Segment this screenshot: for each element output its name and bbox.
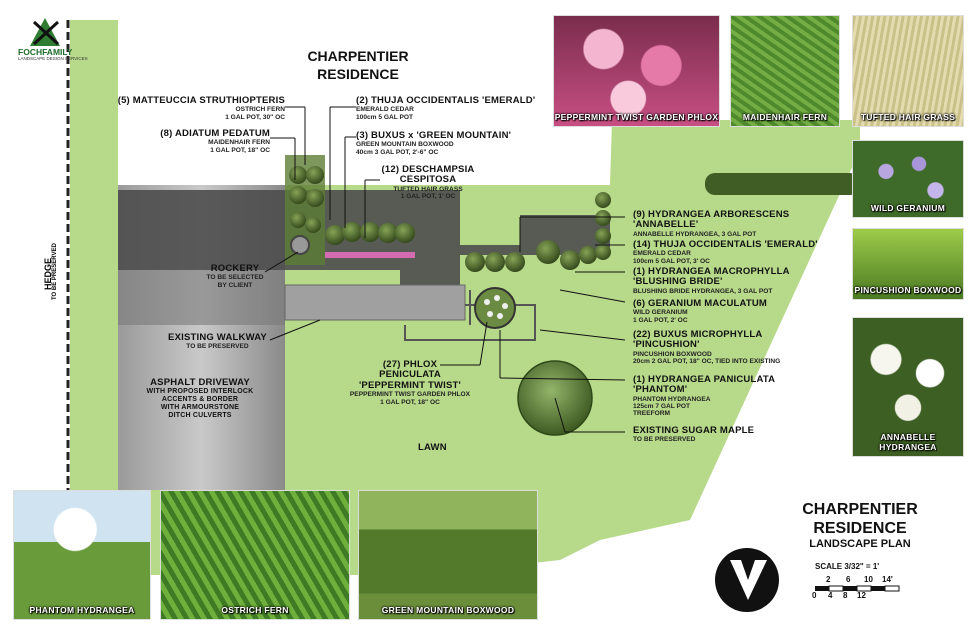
label-lawn: LAWN [418,442,447,453]
photo-green-mountain-boxwood: GREEN MOUNTAIN BOXWOOD [358,490,538,620]
title-line3: LANDSCAPE PLAN [809,538,911,551]
photo-pincushion-boxwood: PINCUSHION BOXWOOD [852,228,964,300]
label-buxus-22: (22) BUXUS MICROPHYLLA'PINCUSHION' PINCU… [633,329,781,366]
photo-maidenhair-fern: MAIDENHAIR FERN [730,15,840,127]
hedge-sublabel: TO BE PRESERVED [52,243,58,300]
photo-annabelle-hydrangea: ANNABELLE HYDRANGEA [852,317,964,457]
title-line1: CHARPENTIER [802,501,918,518]
title-block: CHARPENTIER RESIDENCE LANDSCAPE PLAN [780,500,940,552]
label-buxus-3: (3) BUXUS x 'GREEN MOUNTAIN'GREEN MOUNTA… [356,130,512,156]
photo-tufted-hair-grass: TUFTED HAIR GRASS [852,15,964,127]
plan-title: CHARPENTIER RESIDENCE [307,48,409,82]
label-paniculata: (1) HYDRANGEA PANICULATA'PHANTOM' PHANTO… [633,374,776,418]
label-hydrangea-1: (1) HYDRANGEA MACROPHYLLA'BLUSHING BRIDE… [633,266,790,295]
photo-wild-geranium: WILD GERANIUM [852,140,964,218]
label-thuja-2: (2) THUJA OCCIDENTALIS 'EMERALD'EMERALD … [356,95,536,121]
scale-bar [815,585,900,592]
photo-phantom-hydrangea: PHANTOM HYDRANGEA [13,490,151,620]
brand-name: FOCHFAMILY [18,47,73,57]
brand-tagline: LANDSCAPE DESIGN SERVICES [18,56,88,62]
title-line2: RESIDENCE [813,520,907,538]
logo-mark [30,18,60,46]
label-thuja-14: (14) THUJA OCCIDENTALIS 'EMERALD'EMERALD… [633,239,818,265]
label-driveway: ASPHALT DRIVEWAY WITH PROPOSED INTERLOCK… [146,377,254,419]
brand-block: FOCHFAMILY LANDSCAPE DESIGN SERVICES [18,47,88,62]
scale-text: SCALE 3/32" = 1' [815,562,880,571]
photo-peppermint-phlox: PEPPERMINT TWIST GARDEN PHLOX [553,15,720,127]
label-hydrangea-9: (9) HYDRANGEA ARBORESCENS'ANNABELLE'ANNA… [633,209,790,238]
existing-walkway [284,284,466,321]
photo-ostrich-fern: OSTRICH FERN [160,490,350,620]
rockery-mark [290,235,310,255]
